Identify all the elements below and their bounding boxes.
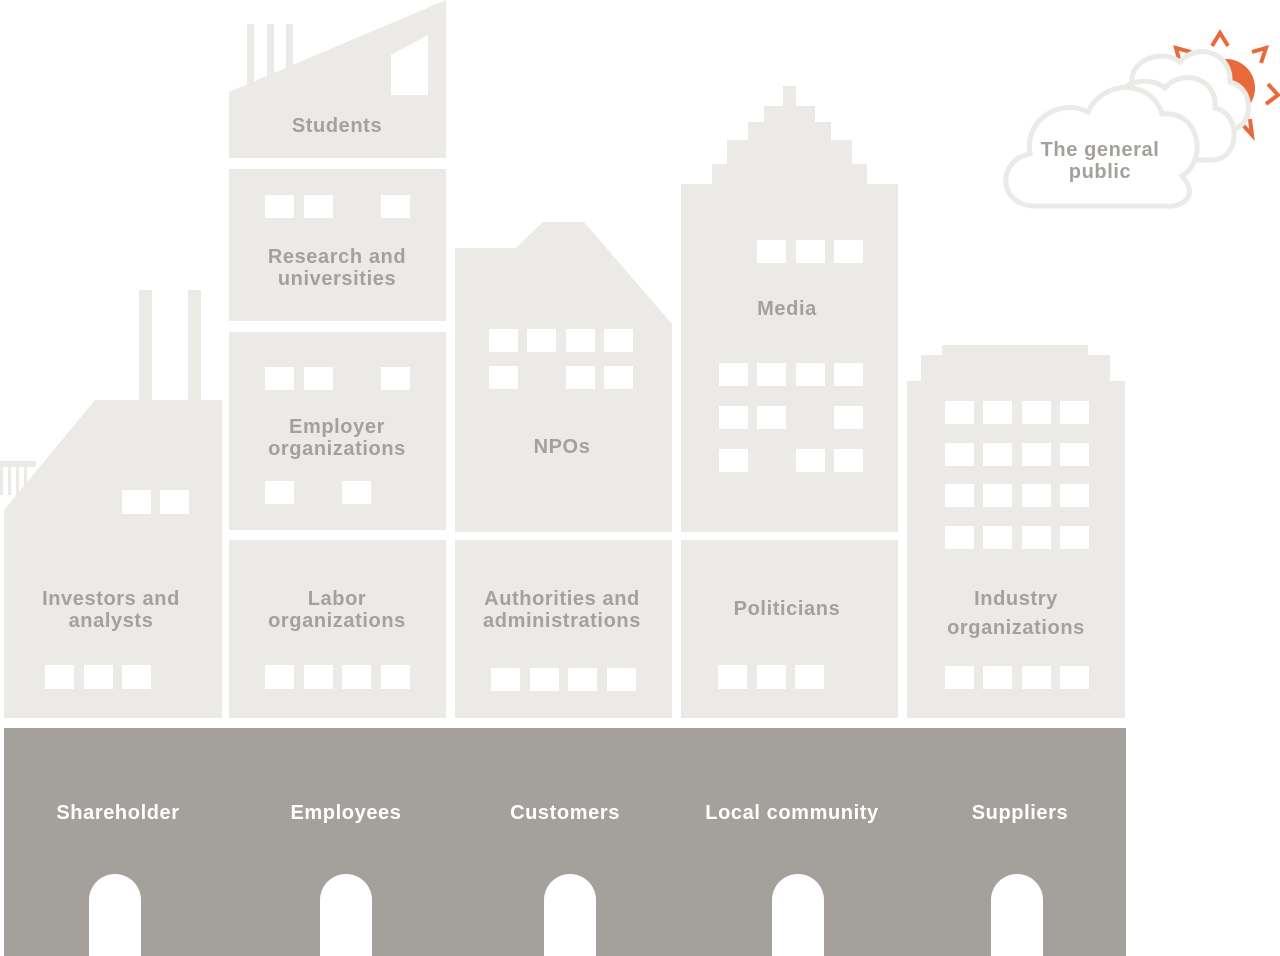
label-public-line2: public bbox=[1069, 161, 1132, 183]
cloud-icon bbox=[1003, 49, 1251, 209]
arch-5 bbox=[991, 874, 1043, 956]
label-industry-line2: organizations bbox=[947, 617, 1085, 639]
label-public-line1: The general bbox=[1041, 139, 1160, 161]
arch-2 bbox=[320, 874, 372, 956]
label-employer-line1: Employer bbox=[289, 416, 385, 438]
building-research: Research and universities bbox=[229, 169, 446, 321]
label-suppliers: Suppliers bbox=[972, 802, 1069, 824]
label-media: Media bbox=[757, 298, 817, 320]
label-shareholder: Shareholder bbox=[56, 802, 179, 824]
building-politicians: Politicians bbox=[681, 540, 898, 718]
label-labor-line2: organizations bbox=[268, 610, 406, 632]
label-authorities-line1: Authorities and bbox=[484, 588, 640, 610]
label-research-line1: Research and bbox=[268, 246, 406, 268]
arch-1 bbox=[89, 874, 141, 956]
building-authorities: Authorities and administrations bbox=[455, 540, 672, 718]
label-employees: Employees bbox=[290, 802, 401, 824]
building-students: Students bbox=[229, 0, 446, 158]
label-industry-line1: Industry bbox=[974, 588, 1058, 610]
label-customers: Customers bbox=[510, 802, 620, 824]
label-research-line2: universities bbox=[278, 268, 396, 290]
arch-4 bbox=[772, 874, 824, 956]
arch-3 bbox=[544, 874, 596, 956]
building-employer: Employer organizations bbox=[229, 332, 446, 530]
foundation-base: Shareholder Employees Customers Local co… bbox=[4, 728, 1126, 956]
building-npos: NPOs bbox=[455, 222, 672, 532]
label-authorities-line2: administrations bbox=[483, 610, 641, 632]
label-students: Students bbox=[292, 115, 382, 137]
label-investors-line2: analysts bbox=[69, 610, 154, 632]
building-industry: Industry organizations bbox=[907, 345, 1125, 718]
label-employer-line2: organizations bbox=[268, 438, 406, 460]
label-investors-line1: Investors and bbox=[42, 588, 180, 610]
building-media: Media bbox=[681, 86, 898, 532]
label-npos: NPOs bbox=[534, 436, 591, 458]
cloud-front bbox=[1003, 85, 1200, 209]
label-labor-line1: Labor bbox=[308, 588, 367, 610]
building-investors: Investors and analysts bbox=[0, 290, 222, 718]
building-labor: Labor organizations bbox=[229, 540, 446, 718]
label-politicians: Politicians bbox=[734, 598, 841, 620]
label-local-community: Local community bbox=[705, 802, 879, 824]
